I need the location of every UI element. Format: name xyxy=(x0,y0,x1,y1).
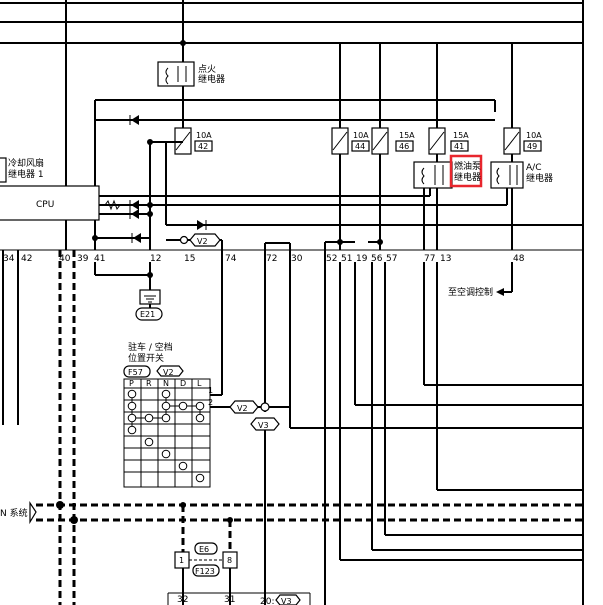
fuse-46-rating: 15A xyxy=(399,131,415,140)
left-output-wires xyxy=(2,250,78,605)
fuse-49-rating: 10A xyxy=(526,131,542,140)
terminal-72: 72 xyxy=(266,254,277,264)
terminal-15: 15 xyxy=(184,254,195,264)
terminal-41: 41 xyxy=(94,254,105,264)
fuse-output-wires xyxy=(325,154,513,250)
fuel-pump-relay-highlight xyxy=(449,154,483,188)
fuse-41-rating: 15A xyxy=(453,131,469,140)
e6-label: E6 xyxy=(199,545,209,554)
e21-ground: E21 xyxy=(94,262,163,321)
terminal-19: 19 xyxy=(356,254,368,264)
terminal-40: 40 xyxy=(59,254,71,264)
fuse-44: 10A 44 xyxy=(331,43,370,155)
pin-31: 31 xyxy=(224,595,235,605)
ac-relay: A/C 继电器 xyxy=(490,161,553,189)
right-routing-wires xyxy=(264,242,583,605)
terminal-57: 57 xyxy=(386,254,397,264)
switch-pin-1: 1 xyxy=(208,386,213,395)
e6-pin-right: 8 xyxy=(227,556,232,565)
terminal-30: 30 xyxy=(291,254,303,264)
ac-control-label: 至空调控制 xyxy=(448,286,493,298)
ac-control-output: 至空调控制 xyxy=(448,262,513,298)
switch-col-r: R xyxy=(146,379,152,388)
fuel-pump-relay: 燃油泵 继电器 xyxy=(413,154,483,189)
cooling-fan-relay: 冷却风扇 继电器 1 xyxy=(0,157,44,183)
f57-label: F57 xyxy=(128,368,143,377)
switch-col-l: L xyxy=(197,379,202,388)
terminal-48: 48 xyxy=(513,254,525,264)
ac-relay-label-2: 继电器 xyxy=(526,172,553,184)
switch-title-2: 位置开关 xyxy=(128,352,164,364)
v2-switch-label: V2 xyxy=(163,368,174,377)
diode-top xyxy=(95,115,495,125)
pin-32: 32 xyxy=(177,595,188,605)
switch-col-d: D xyxy=(180,379,186,388)
v2-v3-junction: V2 V3 xyxy=(210,400,290,605)
fuse-44-number: 44 xyxy=(355,142,365,151)
cpu-label: CPU xyxy=(36,200,54,210)
bottom-rail: 32 31 20: V3 xyxy=(167,592,311,605)
e6-f123-connector: 1 8 E6 F123 xyxy=(174,505,238,605)
fuel-pump-relay-label-1: 燃油泵 xyxy=(454,160,481,172)
switch-col-p: P xyxy=(129,379,134,388)
can-system-bus: N 系统 xyxy=(0,501,583,525)
v3-bottom-label: V3 xyxy=(281,597,292,605)
v2-mid-label: V2 xyxy=(237,404,248,413)
fuse-44-rating: 10A xyxy=(353,131,369,140)
fuse-42-number: 42 xyxy=(198,142,208,151)
fuse-46: 15A 46 xyxy=(371,43,415,155)
ignition-relay-label-2: 继电器 xyxy=(198,73,225,85)
can-system-label: N 系统 xyxy=(0,507,28,519)
cooling-fan-relay-label-2: 继电器 1 xyxy=(8,168,44,180)
top-bus-lines xyxy=(0,0,583,112)
cooling-fan-relay-label-1: 冷却风扇 xyxy=(8,157,44,169)
fuse-41-number: 41 xyxy=(454,142,464,151)
park-neutral-switch: 驻车 / 空档 位置开关 F57 V2 P R N D L xyxy=(123,341,213,488)
terminal-13: 13 xyxy=(440,254,451,264)
terminal-56: 56 xyxy=(371,254,383,264)
terminal-34: 34 xyxy=(3,254,15,264)
switch-col-n: N xyxy=(163,379,169,388)
terminal-77: 77 xyxy=(424,254,435,264)
fuse-49-number: 49 xyxy=(527,142,537,151)
fuse-42-rating: 10A xyxy=(196,131,212,140)
terminal-labels: 34 42 40 39 41 12 15 74 72 30 52 51 19 5… xyxy=(3,254,525,264)
fuse-46-number: 46 xyxy=(399,142,409,151)
fuel-pump-relay-label-2: 继电器 xyxy=(454,171,481,183)
v3-bottom-prefix: 20: xyxy=(260,597,274,605)
terminal-39: 39 xyxy=(77,254,89,264)
v2-top-label: V2 xyxy=(197,237,208,246)
terminal-52: 52 xyxy=(326,254,337,264)
ignition-relay: 点火 继电器 xyxy=(157,43,225,130)
e21-label: E21 xyxy=(140,310,155,319)
switch-pin-2: 2 xyxy=(208,398,213,407)
ignition-relay-label-1: 点火 xyxy=(198,64,216,75)
v2-connector-top: V2 xyxy=(166,233,222,247)
terminal-74: 74 xyxy=(225,254,237,264)
terminal-51: 51 xyxy=(341,254,352,264)
fuse-49: 10A 49 xyxy=(503,43,542,155)
v3-mid-label: V3 xyxy=(258,421,269,430)
e6-pin-left: 1 xyxy=(179,556,184,565)
fuse-41: 15A 41 xyxy=(428,43,469,155)
f123-label: F123 xyxy=(195,567,215,576)
ac-relay-label-1: A/C xyxy=(526,163,541,173)
cpu-block: CPU xyxy=(0,185,100,221)
cpu-output-wires xyxy=(99,139,583,250)
switch-title-1: 驻车 / 空档 xyxy=(128,341,173,353)
terminal-12: 12 xyxy=(150,254,161,264)
switch-grid: P R N D L xyxy=(123,378,211,488)
terminal-42: 42 xyxy=(21,254,32,264)
